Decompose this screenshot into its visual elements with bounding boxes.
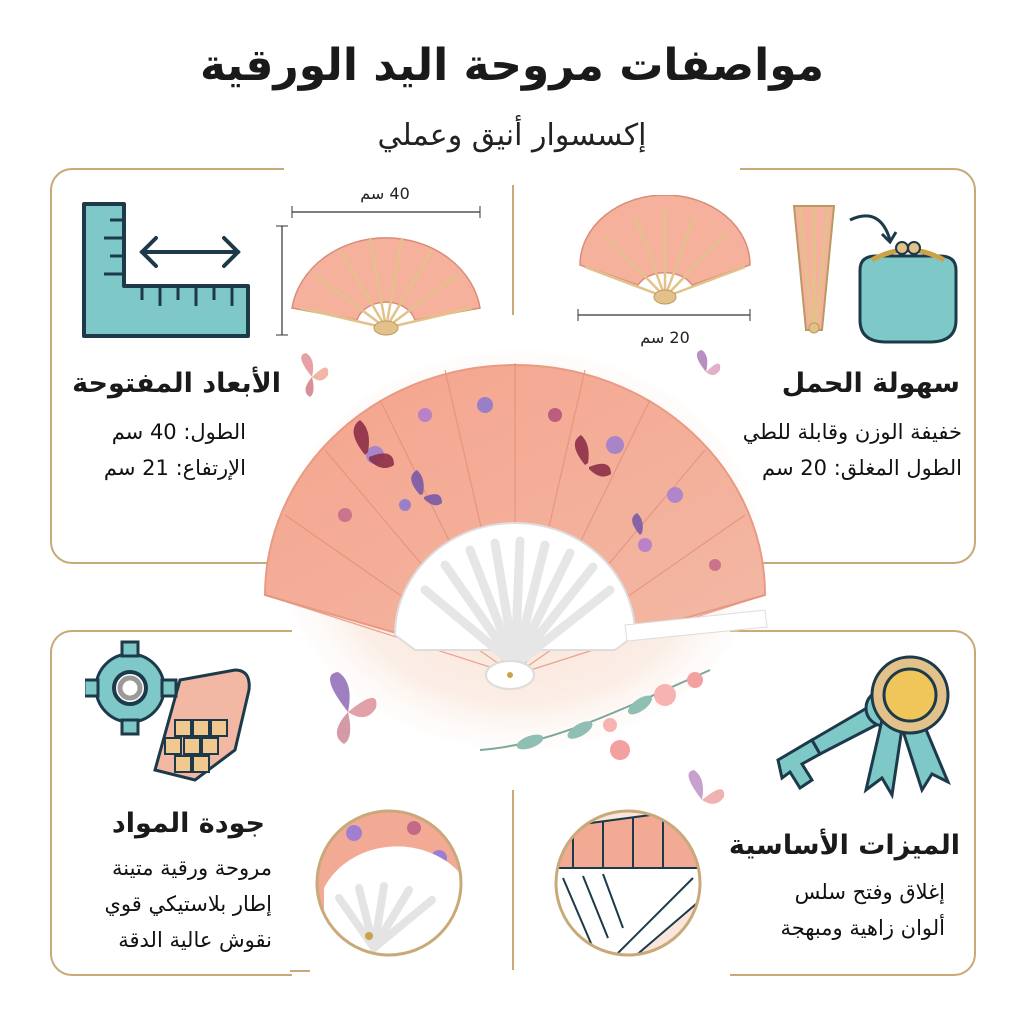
material-print-text: نقوش عالية الدقة: [118, 928, 272, 952]
feature-smooth-text: إغلاق وفتح سلس: [794, 880, 945, 904]
portability-closed-length-text: الطول المغلق: 20 سم: [762, 456, 962, 480]
frame-bottom-left: [50, 630, 292, 976]
frame-bottom-right: [730, 630, 976, 976]
frame-top-left: [50, 168, 284, 564]
butterfly-icon: [696, 350, 721, 376]
closed-fan-diagram: [577, 195, 751, 321]
butterfly-icon: [301, 353, 329, 397]
butterfly-icon: [330, 672, 377, 744]
page-title: مواصفات مروحة اليد الورقية: [199, 40, 825, 91]
material-frame-text: إطار بلاستيكي قوي: [104, 892, 272, 916]
fold-detail-zoom: [554, 809, 702, 957]
open-height-text: الإرتفاع: 21 سم: [103, 456, 246, 480]
key-ribbon-icon: [776, 655, 951, 800]
open-width-label: 40 سم: [360, 184, 410, 203]
ruler-icon: [82, 202, 250, 338]
feature-colors-text: ألوان زاهية ومبهجة: [780, 916, 945, 940]
frame-detail-zoom: [315, 809, 463, 957]
hand-fan-illustration: [263, 363, 768, 690]
portability-heading: سهولة الحمل: [781, 368, 960, 399]
flower-sprig-decoration: [479, 669, 711, 760]
butterfly-icon: [688, 770, 725, 804]
closed-width-label: 20 سم: [640, 328, 690, 347]
divider-bottom: [512, 790, 514, 970]
divider-top: [512, 185, 514, 315]
material-quality-heading: جودة المواد: [111, 808, 265, 839]
frame-top-right: [740, 168, 976, 564]
portability-weight-text: خفيفة الوزن وقابلة للطي: [742, 420, 962, 444]
key-features-heading: الميزات الأساسية: [728, 830, 960, 861]
open-fan-diagram: [276, 206, 481, 336]
purse-icon: [792, 205, 958, 344]
open-dimensions-heading: الأبعاد المفتوحة: [72, 368, 281, 399]
gear-material-icon: [85, 640, 251, 782]
page-subtitle: إكسسوار أنيق وعملي: [377, 118, 647, 153]
material-paper-text: مروحة ورقية متينة: [111, 856, 272, 880]
open-length-text: الطول: 40 سم: [111, 420, 246, 444]
